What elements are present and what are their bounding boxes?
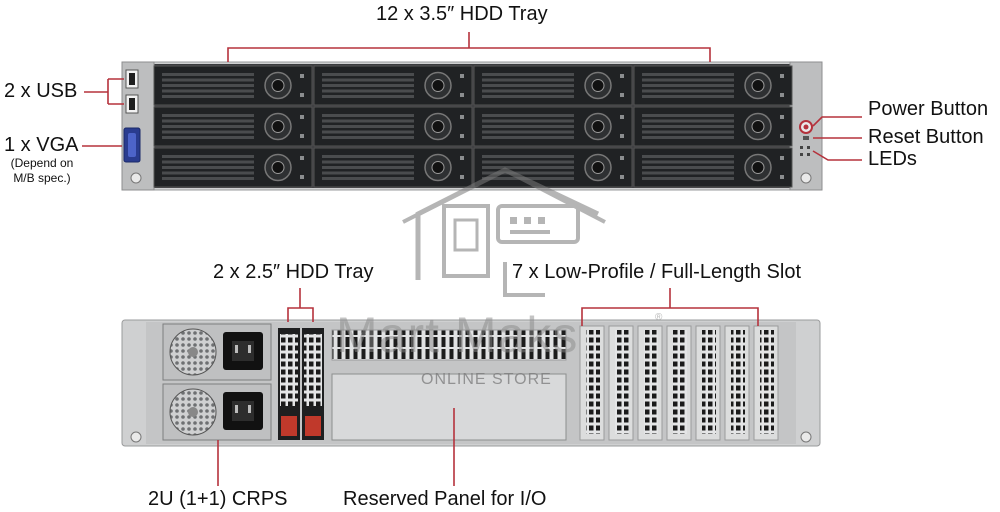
hdd-tray[interactable] [473, 106, 633, 147]
expansion-slots-label: 7 x Low-Profile / Full-Length Slot [512, 261, 802, 283]
usb-ports [125, 69, 139, 114]
expansion-slot[interactable] [608, 325, 634, 441]
hdd-tray[interactable] [153, 106, 313, 147]
reserved-io-panel [331, 373, 567, 441]
rear-vent [331, 329, 567, 361]
expansion-slot[interactable] [666, 325, 692, 441]
hdd-tray-grid [153, 65, 793, 188]
hdd-tray[interactable] [313, 65, 473, 106]
expansion-slot[interactable] [695, 325, 721, 441]
rear-right-screw [800, 431, 812, 443]
reserved-panel-label: Reserved Panel for I/O [343, 488, 547, 510]
vga-note: (Depend on M/B spec.) [2, 156, 82, 186]
callout-lines [82, 32, 862, 486]
hdd-tray[interactable] [473, 147, 633, 188]
leds-label: LEDs [868, 148, 917, 170]
psu-top [162, 323, 272, 381]
watermark-subtitle: ONLINE STORE [421, 371, 552, 388]
vga-port [123, 127, 141, 163]
left-ear-screw [130, 172, 142, 184]
hdd-tray[interactable] [633, 106, 793, 147]
hdd-tray[interactable] [633, 147, 793, 188]
hdd-tray[interactable] [473, 65, 633, 106]
expansion-slots [579, 325, 779, 441]
usb-label: 2 x USB [4, 80, 78, 102]
expansion-slot[interactable] [637, 325, 663, 441]
expansion-slot[interactable] [753, 325, 779, 441]
vga-note-line1: (Depend on [10, 156, 74, 170]
crps-label: 2U (1+1) CRPS [148, 488, 288, 510]
rear-hdd25-trays [278, 328, 324, 440]
hdd-tray[interactable] [313, 106, 473, 147]
hdd-tray[interactable] [313, 147, 473, 188]
rear-hdd25-label: 2 x 2.5″ HDD Tray [213, 261, 374, 283]
right-ear-screw [800, 172, 812, 184]
expansion-slot[interactable] [579, 325, 605, 441]
expansion-slot[interactable] [724, 325, 750, 441]
watermark-brand: Mart Maks [336, 307, 579, 363]
watermark-logo [402, 167, 606, 297]
watermark-registered: ® [655, 312, 663, 323]
hdd-tray[interactable] [153, 147, 313, 188]
rear-left-screw [130, 431, 142, 443]
control-panel [799, 120, 813, 156]
power-button-label: Power Button [868, 98, 989, 120]
psu-bottom [162, 383, 272, 441]
hdd-tray[interactable] [153, 65, 313, 106]
reset-button-label: Reset Button [868, 126, 984, 148]
hdd-tray[interactable] [633, 65, 793, 106]
vga-label: 1 x VGA [4, 134, 79, 156]
front-hdd-tray-label: 12 x 3.5″ HDD Tray [376, 3, 548, 25]
vga-note-line2: M/B spec.) [13, 171, 71, 185]
